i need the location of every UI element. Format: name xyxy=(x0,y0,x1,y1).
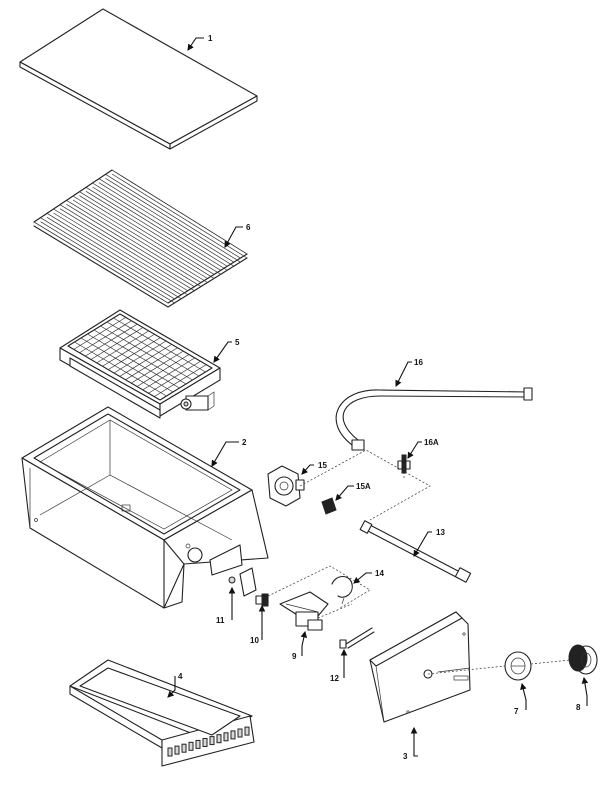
tray-vent-slots xyxy=(167,726,250,757)
part-15-regulator xyxy=(267,465,305,507)
callout-11: 11 xyxy=(216,616,225,625)
callout-15: 15 xyxy=(318,461,327,470)
part-10-orifice xyxy=(255,593,269,607)
callout-leaders xyxy=(167,37,589,757)
part-1-cover-lid xyxy=(19,8,258,150)
part-11-air-shutter xyxy=(228,567,257,597)
callout-15a: 15A xyxy=(356,482,371,491)
callout-2: 2 xyxy=(242,438,247,447)
callout-16: 16 xyxy=(414,358,423,367)
assembly-dashed-lines xyxy=(267,449,571,675)
callout-13: 13 xyxy=(436,528,445,537)
part-4-drip-tray xyxy=(69,659,255,767)
part-2-outer-body xyxy=(21,406,269,609)
part-12-pilot-tube xyxy=(339,627,375,649)
callout-9: 9 xyxy=(292,652,297,661)
part-7-bezel-ring xyxy=(504,651,532,681)
part-6-cooking-grate xyxy=(33,169,248,308)
callout-10: 10 xyxy=(250,636,259,645)
callout-labels: 1 2 3 4 5 6 7 8 9 10 11 12 13 14 15 15A … xyxy=(178,34,581,761)
burner-grid xyxy=(73,317,207,397)
part-9-valve-assembly xyxy=(279,591,329,631)
callout-4: 4 xyxy=(178,672,183,681)
part-14-thermocouple xyxy=(331,575,353,605)
callout-14: 14 xyxy=(375,569,384,578)
callout-6: 6 xyxy=(246,223,251,232)
part-13-supply-tube xyxy=(359,520,472,583)
callout-5: 5 xyxy=(235,338,240,347)
callout-16a: 16A xyxy=(424,438,439,447)
part-3-control-panel xyxy=(369,611,471,723)
callout-7: 7 xyxy=(514,707,519,716)
part-8-control-knob xyxy=(568,644,598,675)
callout-12: 12 xyxy=(330,674,339,683)
part-15a-nipple-fitting xyxy=(321,497,337,515)
part-5-burner-box xyxy=(59,309,221,419)
part-16-gas-hose xyxy=(335,387,533,451)
callout-1: 1 xyxy=(208,34,213,43)
callout-8: 8 xyxy=(576,703,581,712)
callout-3: 3 xyxy=(403,752,408,761)
